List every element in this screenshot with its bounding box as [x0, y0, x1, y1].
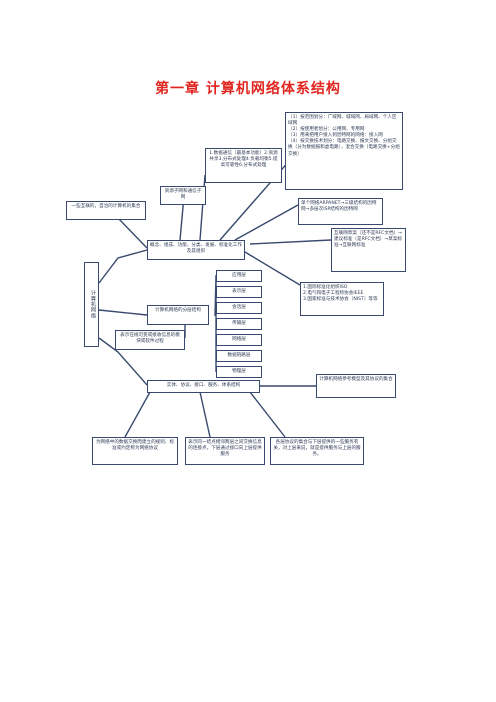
concept-node: 概念、组成、功能、分类、发展、标准化工作及其组织 [147, 240, 245, 260]
standard-node: 互联网草案（还不是RFC文档）→建议标准（是RFC文档）→草案标准→互联网标准 [331, 228, 406, 272]
layer-note-node: 表示在线可变或接收信息的模块或软件过程 [115, 330, 185, 350]
protocol-def-node: 为网络中的数据交换而建立的规则、标准或约定称为网络协议 [92, 437, 178, 465]
root-node: 计算机网络 [84, 262, 99, 347]
interface-def-node: 表示同一结点相邻两层之间交换信息的连接点，下层通过接口向上层提供服务 [185, 437, 265, 465]
layer-presentation: 表示层 [216, 286, 262, 298]
layer-physical: 物理层 [216, 366, 262, 378]
functions-node: 1.数据通信（最基本功能）2.资源共享3.分布式处理4.负载均衡5.提高可靠性6… [205, 148, 282, 183]
layer-transport: 传输层 [216, 318, 262, 330]
protocol-node: 实体、协议、接口、服务、体系结构 [147, 380, 260, 393]
resource-net-node: 资源子网和通信子网 [160, 186, 206, 205]
definition-node: 一些互联的，自治的计算机的集合 [66, 201, 146, 220]
layer-application: 应用层 [216, 270, 262, 282]
service-def-node: 各层协议的集合与下层提供的一些服务有关，对上层来说，就是提供服务与上层的服务。 [270, 437, 364, 465]
classification-node: （1）按范围划分：广域网、城域网、局域网、个人区域网 （2）按使用者划分：公用网… [285, 112, 403, 190]
layer-datalink: 数据链路层 [216, 350, 262, 362]
layer-session: 会话层 [216, 302, 262, 314]
layer-network: 网络层 [216, 334, 262, 346]
layered-node: 计算机网络的分层结构 [147, 305, 209, 325]
development-node: 单个网络ARPANET→三级结构的因特网→多层次ISP结构的因特网 [298, 198, 383, 225]
organizations-node: 1.国际标准化组织ISO 2.电气和电子工程师协会IEEE 3.国家标准与技术协… [300, 282, 384, 316]
ref-model-node: 计算机网络参考模型及其协议的集合 [316, 374, 396, 398]
page-title: 第一章 计算机网络体系结构 [155, 81, 341, 97]
